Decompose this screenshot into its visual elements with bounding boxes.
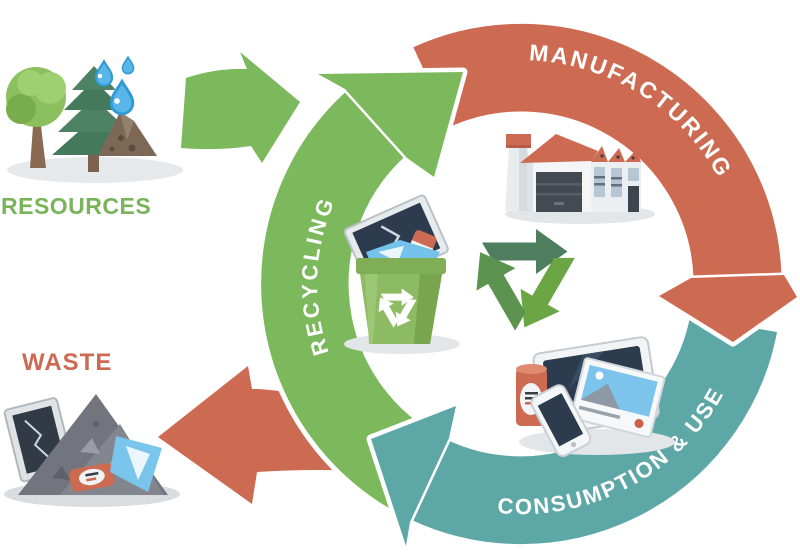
- garage-door: [536, 172, 582, 212]
- bin-rim: [356, 258, 446, 274]
- tree-trunk: [30, 126, 46, 168]
- water-drops-icon: [94, 55, 135, 116]
- manufacturing-arc: [406, 18, 787, 281]
- devices-illustration: [516, 336, 675, 458]
- bin-recycle-mark: [378, 288, 417, 328]
- recycle-bin-illustration: [343, 194, 460, 354]
- natural-resources-illustration: [6, 55, 183, 183]
- rock-icon: [98, 112, 157, 156]
- factory-windows: [594, 167, 639, 212]
- round-tree-icon: [6, 67, 66, 127]
- photo-card-icon: [570, 357, 666, 438]
- factory-illustration: [505, 134, 655, 224]
- chimney-cap: [506, 134, 531, 148]
- resources-to-cycle-arrow: [181, 52, 300, 163]
- smartphone-icon: [530, 384, 592, 458]
- manufacturing-arrowhead: [656, 275, 800, 347]
- factory-roof: [520, 134, 598, 163]
- waste-pile-illustration: [3, 394, 180, 507]
- recycling-arc: [256, 85, 445, 520]
- recycle-symbol: [476, 229, 575, 331]
- resources-label: RESOURCES: [1, 193, 151, 219]
- recycling-arrowhead: [317, 67, 468, 179]
- crushed-can-icon: [69, 463, 115, 492]
- consumption-arrowhead: [366, 401, 458, 548]
- crumpled-paper-icon: [110, 436, 162, 492]
- waste-label: WASTE: [22, 349, 112, 376]
